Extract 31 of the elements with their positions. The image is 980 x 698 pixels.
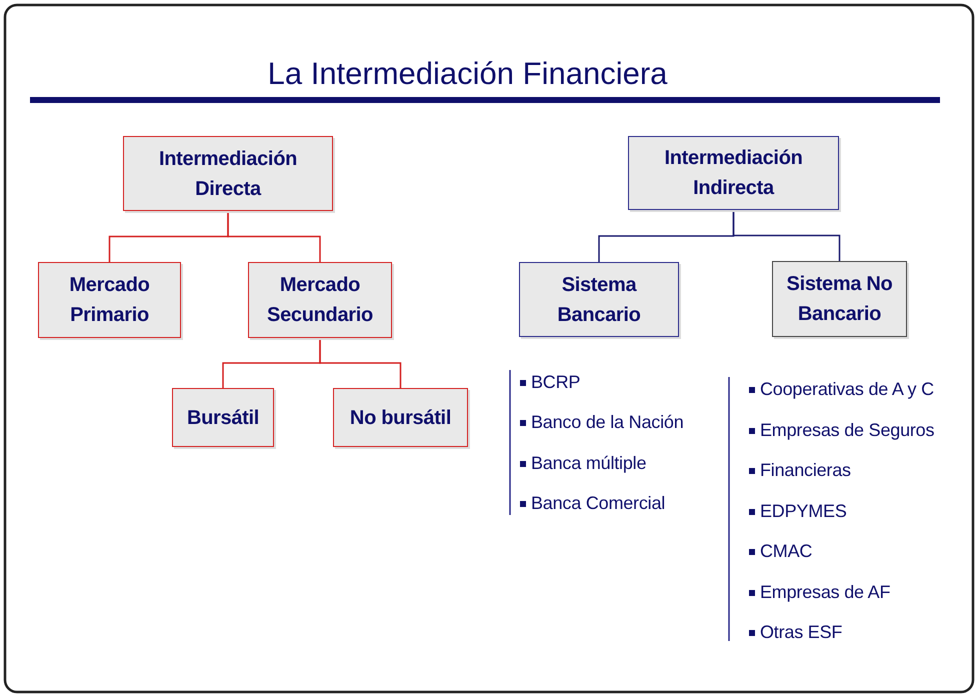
box-label: Sistema Bancario	[556, 272, 642, 328]
list-item: Cooperativas de A y C	[749, 379, 934, 400]
list-item: Financieras	[749, 460, 851, 481]
category-box	[172, 388, 274, 447]
connector-line	[227, 211, 321, 262]
category-box	[628, 136, 839, 210]
slide-title: La Intermediación Financiera	[266, 56, 668, 92]
box-label: Bursátil	[186, 406, 260, 430]
list-item: Banca múltiple	[520, 452, 646, 474]
list-item: Banca Comercial	[520, 492, 666, 514]
list-item: CMAC	[749, 541, 812, 562]
box-label: Mercado Primario	[68, 273, 151, 328]
box-label: Mercado Secundario	[266, 273, 374, 328]
category-box	[333, 388, 468, 447]
list-item: BCRP	[520, 372, 580, 393]
list-item: Otras ESF	[749, 622, 842, 643]
connector-line	[319, 338, 402, 388]
list-item: Banco de la Nación	[520, 412, 684, 434]
category-box	[519, 262, 679, 337]
box-label: Intermediación Indirecta	[663, 146, 804, 201]
list-item: Empresas de Seguros	[749, 420, 934, 440]
box-label: Intermediación Directa	[158, 146, 298, 202]
category-box	[772, 261, 907, 337]
list-item: Empresas de AF	[749, 582, 890, 602]
connector-line	[732, 210, 840, 261]
category-box	[38, 262, 181, 338]
box-label: Sistema No Bancario	[786, 272, 894, 327]
box-label: No bursátil	[350, 406, 452, 430]
category-box	[123, 136, 333, 211]
category-box	[248, 262, 392, 338]
list-item: EDPYMES	[749, 500, 847, 522]
